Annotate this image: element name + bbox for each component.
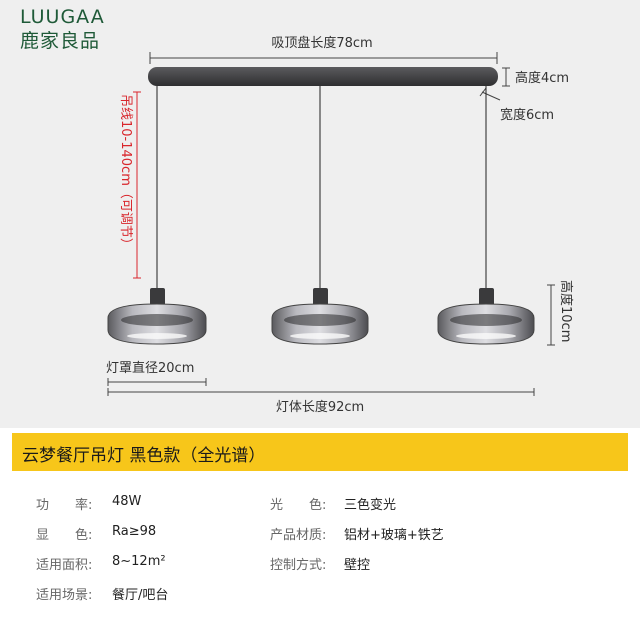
canopy-length-dimension: 吸顶盘长度78cm <box>149 35 498 64</box>
spec-value-area: 8~12m² <box>112 554 166 569</box>
canopy-length-label: 吸顶盘长度78cm <box>271 35 372 51</box>
dimension-diagram: 吸顶盘长度78cm 高度4cm 宽度6cm 吊线10-140cm（可调节） <box>106 35 574 415</box>
spec-value-light-color: 三色变光 <box>344 498 397 513</box>
canopy-height-label: 高度4cm <box>515 70 569 86</box>
spec-value-scene: 餐厅/吧台 <box>112 588 169 603</box>
canopy-width-label: 宽度6cm <box>500 107 554 123</box>
spec-label-scene: 适用场景: <box>36 588 93 603</box>
canopy-width-dimension: 宽度6cm <box>479 87 554 123</box>
spec-value-power: 48W <box>112 494 142 509</box>
body-length-dimension: 灯体长度92cm <box>107 388 535 415</box>
shade-diameter-dimension: 灯罩直径20cm <box>106 361 207 386</box>
lamp-height-label: 高度10cm <box>558 280 574 342</box>
brand-logo: LUUGAA 鹿家良品 <box>20 6 140 52</box>
brand-name-cn: 鹿家良品 <box>20 30 101 52</box>
product-illustration-area: LUUGAA 鹿家良品 吸顶盘长度78cm <box>0 0 640 428</box>
spec-label-cri: 显 色: <box>36 528 93 543</box>
canopy-bar <box>148 67 498 86</box>
spec-label-material: 产品材质: <box>270 528 327 543</box>
spec-label-area: 适用面积: <box>36 558 93 573</box>
spec-value-material: 铝材+玻璃+铁艺 <box>344 528 444 543</box>
spec-label-control: 控制方式: <box>270 558 327 573</box>
shade-diameter-label: 灯罩直径20cm <box>106 361 194 376</box>
brand-name-latin: LUUGAA <box>20 6 105 28</box>
lamp-height-dimension: 高度10cm <box>547 280 574 346</box>
cable-length-label: 吊线10-140cm（可调节） <box>118 94 133 251</box>
pendant-lamp-center <box>271 288 369 345</box>
spec-value-cri: Ra≥98 <box>112 524 157 539</box>
spec-label-light-color: 光 色: <box>270 498 327 513</box>
body-length-label: 灯体长度92cm <box>276 399 364 415</box>
cable-length-dimension: 吊线10-140cm（可调节） <box>118 91 141 279</box>
pendant-lamp-right <box>437 288 535 345</box>
product-title: 云梦餐厅吊灯 黑色款（全光谱） <box>22 446 266 466</box>
pendant-lamp-left <box>107 288 207 345</box>
product-title-bar: 云梦餐厅吊灯 黑色款（全光谱） <box>12 433 628 471</box>
spec-label-power: 功 率: <box>36 498 93 513</box>
spec-value-control: 壁控 <box>344 558 371 573</box>
canopy-height-dimension: 高度4cm <box>502 67 569 87</box>
